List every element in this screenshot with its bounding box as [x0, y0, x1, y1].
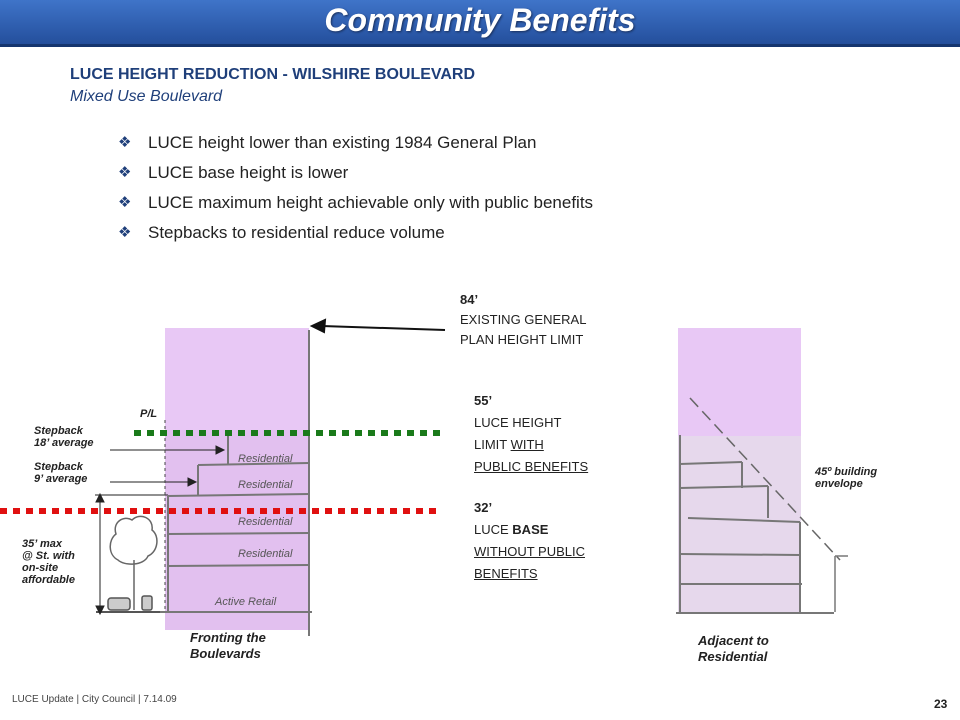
envelope-45-line: [689, 397, 841, 561]
bullet-item: ❖LUCE height lower than existing 1984 Ge…: [118, 128, 593, 158]
footer-text: LUCE Update | City Council | 7.14.09: [12, 694, 177, 705]
floor-label: Residential: [238, 479, 293, 491]
floor-label: Active Retail: [215, 596, 277, 608]
stepback-18-label: Stepback 18’ average: [34, 425, 94, 449]
stepback-9-label: Stepback 9’ average: [34, 461, 88, 485]
max-height-dimension: [95, 492, 168, 616]
bullet-item: ❖Stepbacks to residential reduce volume: [118, 218, 593, 248]
diamond-bullet-icon: ❖: [118, 134, 132, 151]
property-line-label: P/L: [140, 408, 158, 420]
title-banner: [0, 0, 960, 47]
page-number: 23: [934, 697, 948, 711]
floor-label: Residential: [238, 548, 293, 560]
right-envelope-upper: [678, 328, 801, 436]
left-building-sketch: [160, 330, 312, 636]
left-diagram-caption: Fronting the Boulevards: [190, 630, 266, 661]
diamond-bullet-icon: ❖: [118, 224, 132, 241]
right-property-line: [834, 555, 848, 612]
envelope-label: 45º building envelope: [815, 466, 878, 490]
section-heading: LUCE HEIGHT REDUCTION - WILSHIRE BOULEVA…: [70, 66, 476, 83]
bullet-item: ❖LUCE maximum height achievable only wit…: [118, 188, 593, 218]
right-diagram-caption: Adjacent to Residential: [698, 633, 769, 664]
label-32-ft: 32’ LUCE BASE WITHOUT PUBLIC BENEFITS: [474, 500, 585, 581]
stepback-arrows: [110, 445, 226, 487]
section-subheading: Mixed Use Boulevard: [70, 88, 223, 105]
bullet-item: ❖LUCE base height is lower: [118, 158, 593, 188]
max-height-label: 35’ max @ St. with on-site affordable: [22, 538, 75, 586]
bullet-list: ❖LUCE height lower than existing 1984 Ge…: [118, 128, 593, 248]
tree-sketch-icon: [109, 515, 158, 610]
car-sketch-icon: [107, 595, 153, 611]
diamond-bullet-icon: ❖: [118, 164, 132, 181]
label-84-ft: 84’ EXISTING GENERAL PLAN HEIGHT LIMIT: [460, 292, 587, 347]
floor-label: Residential: [238, 453, 293, 465]
label-55-ft: 55’ LUCE HEIGHT LIMIT WITH PUBLIC BENEFI…: [474, 393, 589, 474]
page-title: Community Benefits: [324, 2, 636, 38]
existing-limit-arrow: [309, 318, 446, 334]
floor-label: Residential: [238, 516, 293, 528]
diamond-bullet-icon: ❖: [118, 194, 132, 211]
right-building-sketch: [676, 435, 834, 614]
